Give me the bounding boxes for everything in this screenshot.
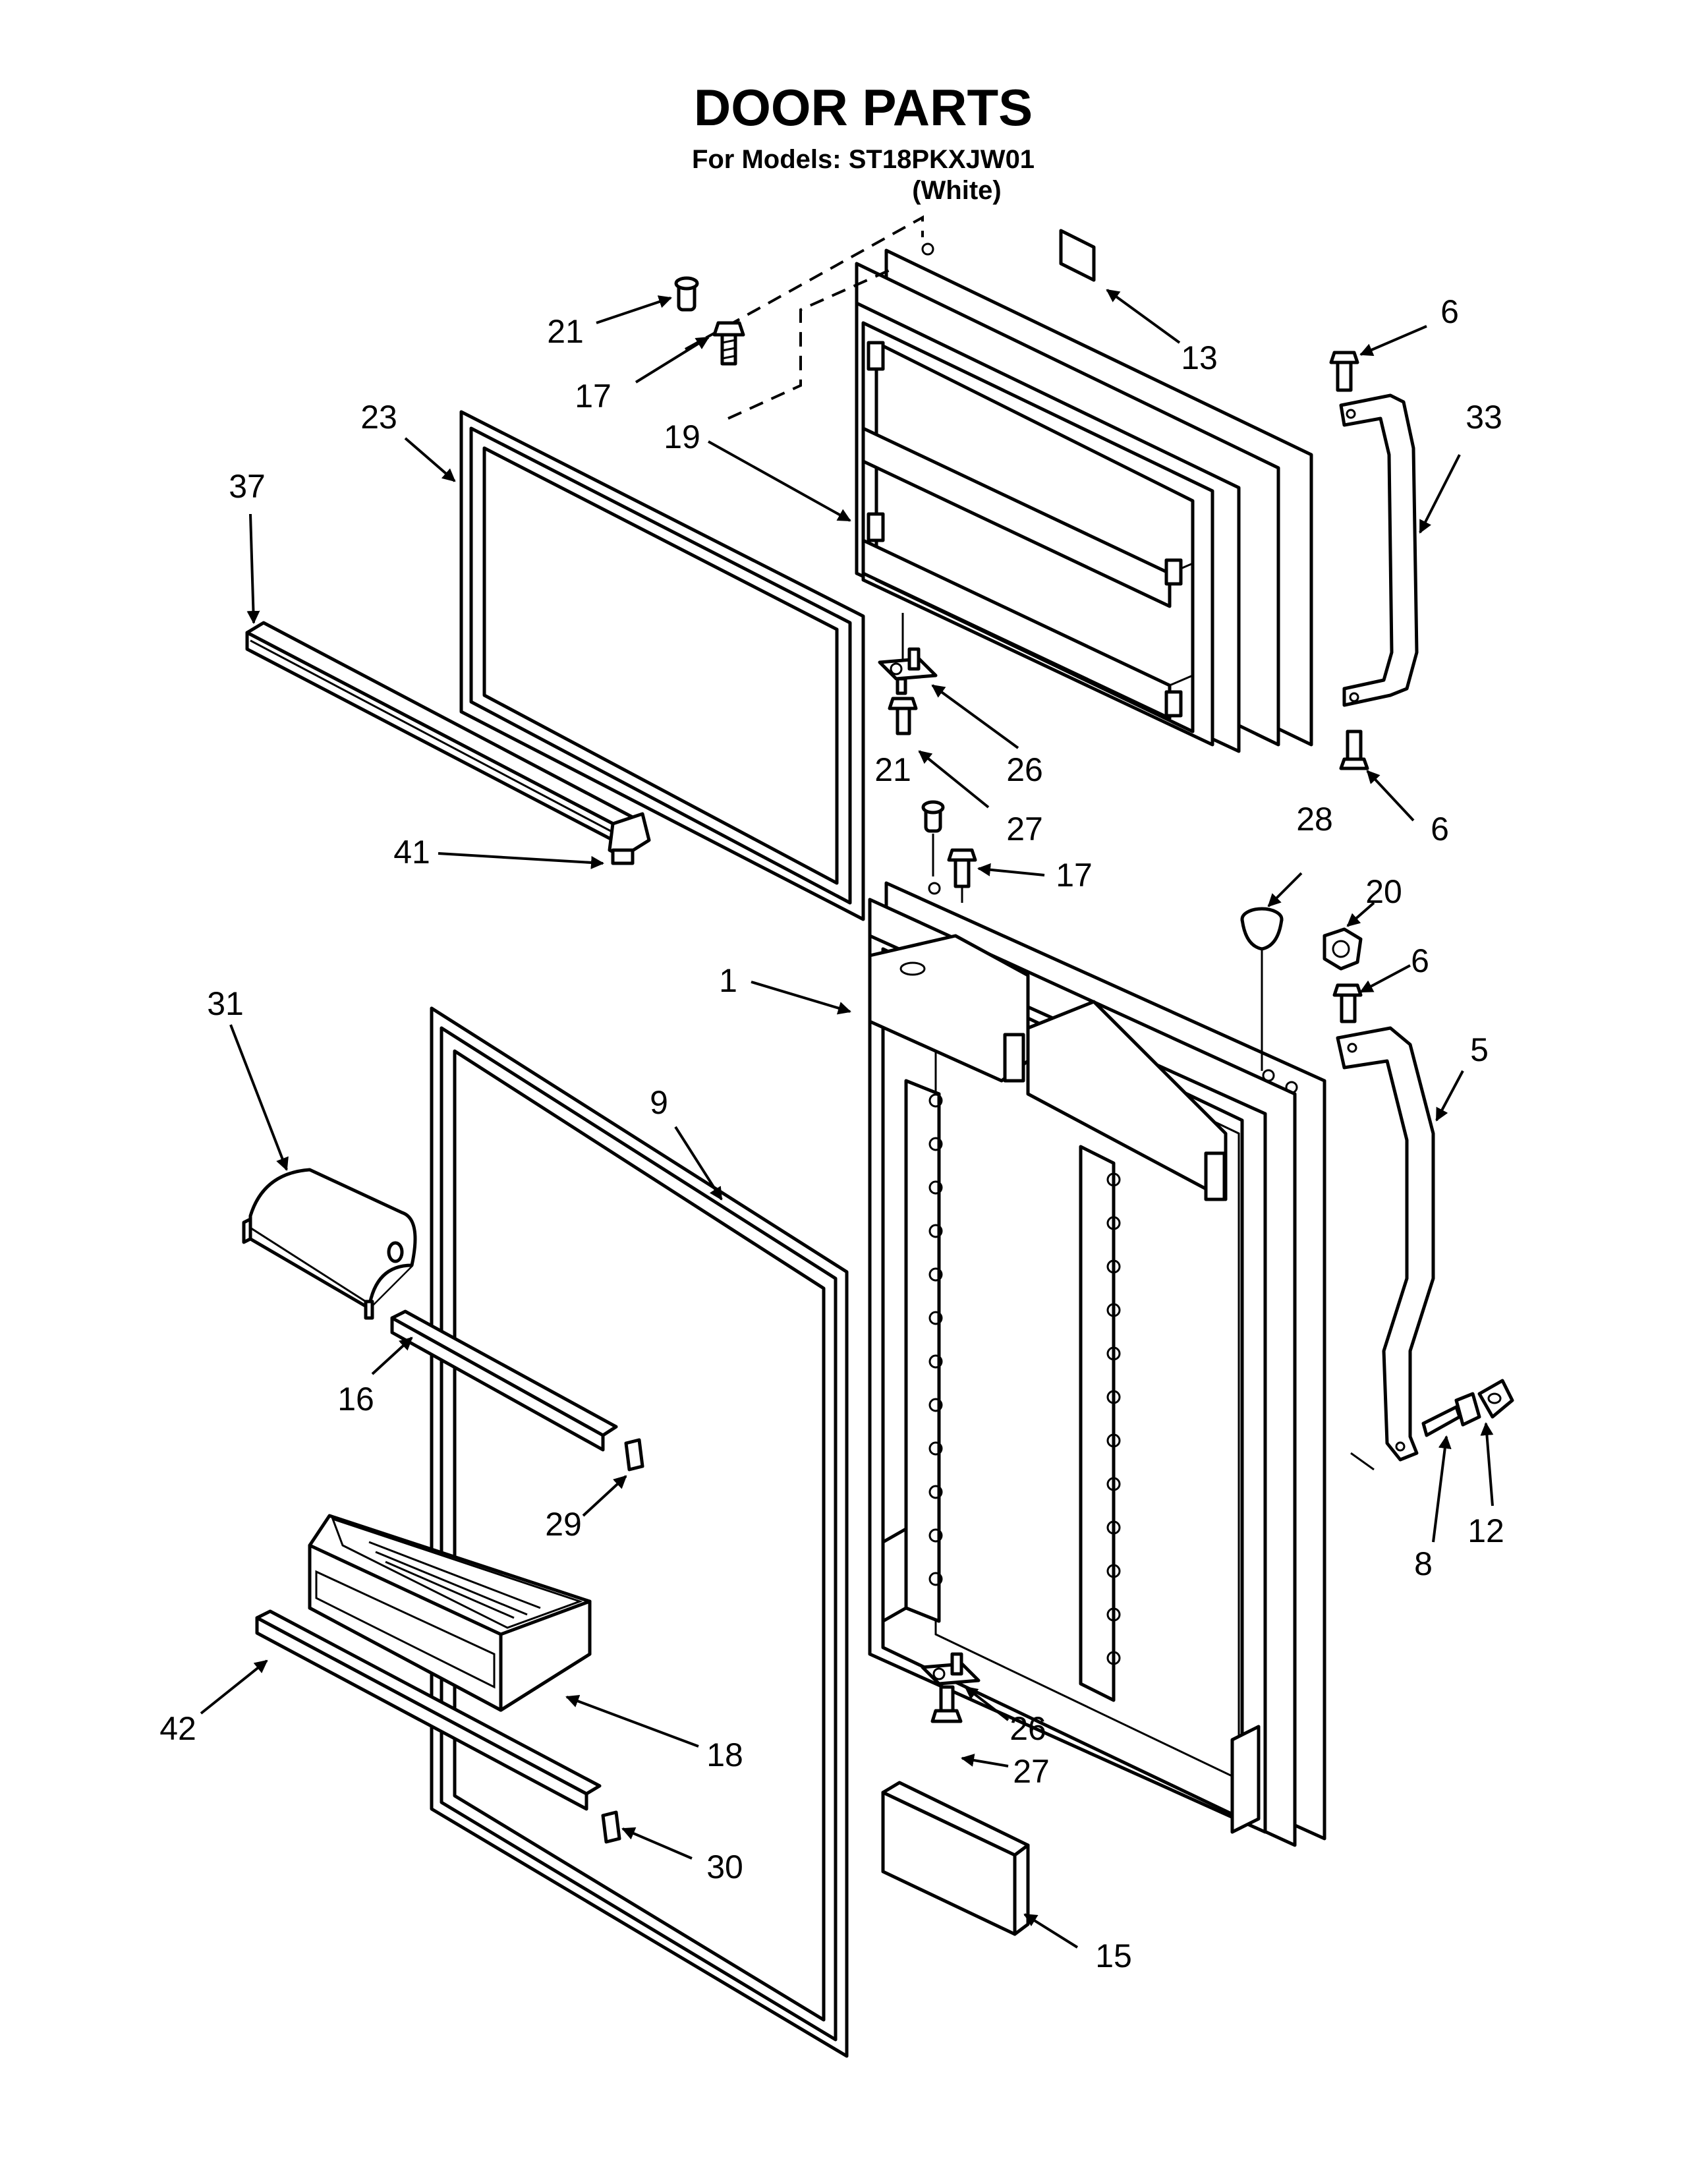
door-rail-pegs [928, 1093, 1121, 1665]
rail-peg [928, 1267, 943, 1282]
bracket-screw [930, 1685, 963, 1723]
callout-6-top: 6 [1440, 293, 1459, 330]
fresh-food-door [868, 881, 1326, 1847]
label-plate [1059, 229, 1096, 282]
hole-plug [1240, 907, 1284, 951]
fresh-food-handle [1336, 1026, 1435, 1462]
rail-peg [1106, 1651, 1121, 1665]
callout-8: 8 [1414, 1545, 1433, 1582]
dairy-compartment-door [242, 1168, 417, 1320]
handle-screw [1339, 730, 1369, 770]
callout-31: 31 [207, 985, 244, 1022]
rail-peg [1106, 1346, 1121, 1361]
callout-20: 20 [1365, 873, 1402, 910]
rail-peg [1106, 1259, 1121, 1274]
rail-peg [1106, 1216, 1121, 1230]
rail-peg [928, 1354, 943, 1369]
callout-37: 37 [229, 468, 266, 505]
rail-peg [1106, 1433, 1121, 1448]
hinge-pin [674, 276, 699, 312]
callout-6-mid: 6 [1431, 811, 1449, 847]
callout-30: 30 [706, 1848, 743, 1885]
callout-19: 19 [664, 418, 700, 455]
callout-42: 42 [159, 1710, 196, 1747]
callout-12: 12 [1467, 1512, 1504, 1549]
callout-15: 15 [1095, 1937, 1132, 1974]
rail-end-cap [608, 812, 651, 865]
rail-peg [928, 1180, 943, 1195]
rail-peg [928, 1093, 943, 1108]
callout-23: 23 [360, 399, 397, 436]
callout-13: 13 [1181, 339, 1218, 376]
color-line: (White) [912, 176, 1002, 205]
toe-grille [881, 1781, 1030, 1936]
handle-nut [1323, 927, 1363, 971]
callout-6-low: 6 [1411, 942, 1429, 979]
freezer-gasket [459, 410, 865, 921]
page-title: DOOR PARTS [694, 78, 1033, 136]
callout-33: 33 [1466, 399, 1502, 436]
rail-peg [1106, 1172, 1121, 1187]
leader-lines [200, 289, 1494, 1949]
hinge-pin [921, 800, 945, 833]
handle-mounting-screw [1421, 1392, 1481, 1437]
callout-28: 28 [1296, 801, 1333, 838]
rail-peg [928, 1485, 943, 1499]
rail-peg [928, 1398, 943, 1412]
bin-rail [255, 1609, 602, 1811]
callout-5: 5 [1470, 1031, 1489, 1068]
hinge-guide-line [685, 215, 924, 351]
callout-21-mid: 21 [874, 751, 911, 788]
callout-16: 16 [337, 1381, 374, 1418]
rail-peg [1106, 1303, 1121, 1317]
dairy-rail [390, 1309, 618, 1452]
rail-peg [1106, 1607, 1121, 1622]
rail-peg [928, 1224, 943, 1238]
callout-17-mid: 17 [1056, 857, 1093, 894]
rail-clip [601, 1810, 621, 1844]
handle-screw [1329, 351, 1359, 392]
hinge-screw [947, 848, 977, 888]
callout-9: 9 [650, 1084, 668, 1121]
rail-peg [928, 1572, 943, 1586]
callout-27-low: 27 [1013, 1753, 1050, 1790]
screw-cap [1477, 1379, 1514, 1419]
rail-peg [928, 1441, 943, 1456]
callout-27-top: 27 [1006, 811, 1043, 847]
rail-peg [1106, 1477, 1121, 1491]
callout-18: 18 [706, 1736, 743, 1773]
callout-21-top: 21 [547, 313, 584, 350]
freezer-handle [1339, 393, 1419, 707]
rail-peg [928, 1137, 943, 1151]
callout-17-top: 17 [575, 378, 612, 415]
freezer-door [855, 243, 1313, 753]
rail-peg [928, 1311, 943, 1325]
hinge-guide-line [727, 269, 890, 420]
callout-labels: 21 17 13 6 33 23 19 37 26 21 27 6 41 17 … [159, 293, 1504, 1974]
fresh-food-gasket [430, 1006, 849, 2058]
rail-peg [928, 1528, 943, 1543]
rail-peg [1106, 1520, 1121, 1535]
callout-26-top: 26 [1006, 751, 1043, 788]
hinge-screw [712, 321, 745, 366]
hinge-bracket [921, 1652, 981, 1686]
callout-41: 41 [393, 834, 430, 871]
rail-peg [1106, 1564, 1121, 1578]
door-bin [308, 1514, 592, 1712]
rail-clip [624, 1438, 644, 1472]
callout-26-low: 26 [1010, 1710, 1046, 1747]
bracket-screw [888, 697, 918, 735]
handle-screw [1332, 983, 1363, 1023]
hinge-bracket [878, 647, 938, 695]
models-line: For Models: ST18PKXJW01 [692, 145, 1035, 174]
callout-29: 29 [545, 1506, 582, 1543]
rail-peg [1106, 1390, 1121, 1404]
callout-1: 1 [719, 962, 737, 999]
